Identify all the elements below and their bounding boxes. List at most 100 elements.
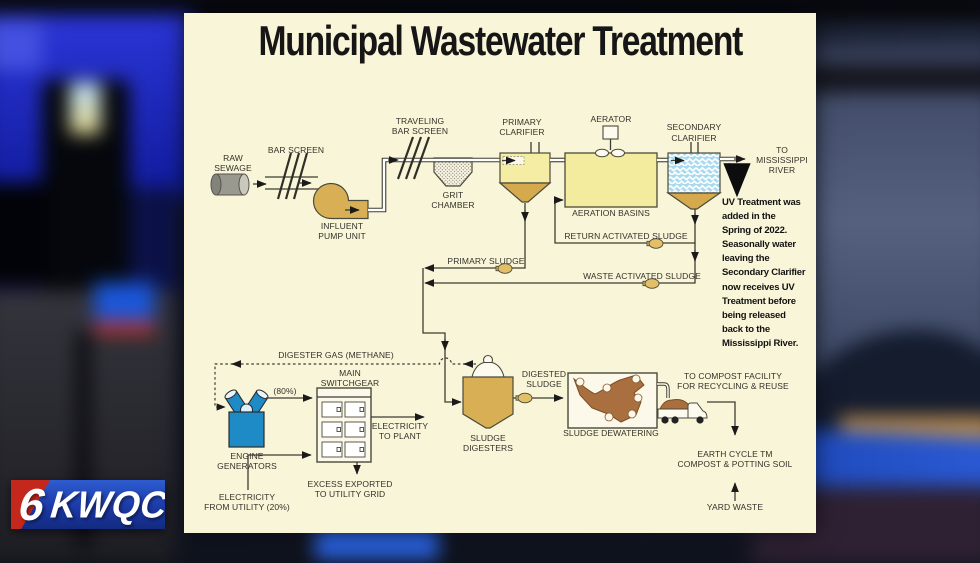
aerator-label: AERATOR <box>590 114 631 124</box>
studio-floor-center <box>175 532 753 560</box>
uv-note-line: Secondary Clarifier <box>722 267 806 279</box>
primary-clarifier-label: PRIMARY <box>502 117 542 127</box>
studio-monitor <box>0 182 50 286</box>
sludge-digesters-label: SLUDGE <box>470 433 506 443</box>
kwqc-station-logo: 6 KWQC <box>11 480 165 529</box>
discharge-chute <box>657 382 670 398</box>
electricity-to-plant-label: TO PLANT <box>379 431 421 441</box>
truck-wheels <box>661 416 704 424</box>
aerator-propeller <box>611 148 625 158</box>
wastewater-diagram-panel: Municipal Wastewater Treatment <box>184 13 816 533</box>
aerator-propeller <box>595 148 609 158</box>
primary-sludge-label: PRIMARY SLUDGE <box>447 256 524 266</box>
engine-generators <box>224 389 269 448</box>
waste-activated-sludge-line <box>424 243 699 289</box>
aeration-basin <box>564 152 658 208</box>
sludge-dewatering-unit <box>567 372 670 429</box>
small-blue-screen <box>94 282 155 326</box>
electricity-from-utility-label: FROM UTILITY (20%) <box>204 502 290 512</box>
uv-note-line: back to the <box>722 323 770 335</box>
belt-rollers <box>575 374 643 422</box>
compost-truck <box>657 399 708 424</box>
curtain-rail <box>809 63 980 93</box>
secondary-clarifier <box>666 142 722 210</box>
digester-gas-label: DIGESTER GAS (METHANE) <box>278 350 394 360</box>
traveling-bar-screen-label: TRAVELING <box>396 116 444 126</box>
mississippi-river-label: RIVER <box>769 165 795 175</box>
truck-cab <box>687 402 708 419</box>
electricity-to-plant-label: ELECTRICITY <box>372 421 429 431</box>
uv-note-line: leaving the <box>722 253 770 265</box>
main-switchgear-label: MAIN <box>339 368 361 378</box>
engine-generators-label: GENERATORS <box>217 461 277 471</box>
digester-body <box>462 376 514 429</box>
uv-note-line: UV Treatment was <box>722 197 801 208</box>
raw-sewage-pipe <box>210 173 267 196</box>
uv-note-line: Spring of 2022. <box>722 225 788 237</box>
sludge-digesters <box>462 354 514 429</box>
influent-pump-label: INFLUENT <box>321 221 363 231</box>
return-activated-sludge-label: RETURN ACTIVATED SLUDGE <box>564 231 688 241</box>
uv-note-line: added in the <box>722 211 776 223</box>
logo-callsign: KWQC <box>48 482 165 526</box>
process-flow-diagram: RAW SEWAGE BAR SCREEN INFLUENT PUMP UNIT… <box>204 114 808 512</box>
yard-waste-label: YARD WASTE <box>707 502 763 512</box>
diagram-labels: RAW SEWAGE BAR SCREEN INFLUENT PUMP UNIT… <box>204 114 808 512</box>
influent-pump-label: PUMP UNIT <box>318 231 366 241</box>
bar-screen-icon <box>276 152 309 200</box>
primary-sludge-line <box>424 203 529 274</box>
aeration-basins-label: AERATION BASINS <box>572 208 650 218</box>
earth-cycle-label: COMPOST & POTTING SOIL <box>678 459 793 469</box>
raw-sewage-label: SEWAGE <box>214 163 252 173</box>
uv-callout-arrow <box>723 162 751 198</box>
main-switchgear-label: SWITCHGEAR <box>321 378 380 388</box>
digester-dome <box>471 361 505 378</box>
clarifier-funnel <box>498 182 552 203</box>
aerator-motor <box>602 125 619 140</box>
return-activated-sludge-line <box>553 196 699 249</box>
raw-sewage-label: RAW <box>223 153 243 163</box>
switchgear-panels <box>321 401 366 458</box>
excess-exported-label: TO UTILITY GRID <box>315 489 386 499</box>
sewage-cylinder-cap-right <box>238 173 250 196</box>
traveling-bar-screen-label: BAR SCREEN <box>392 126 448 136</box>
sludge-feed-line <box>422 268 462 406</box>
truck-load <box>659 399 691 410</box>
mississippi-river-label: TO <box>776 145 788 155</box>
page-title: Municipal Wastewater Treatment <box>184 19 816 63</box>
aerator-unit <box>595 125 625 158</box>
truck-bed <box>657 408 689 419</box>
uv-note-line: being released <box>722 309 786 321</box>
waste-activated-sludge-label: WASTE ACTIVATED SLUDGE <box>583 271 701 281</box>
digested-sludge-label: DIGESTED <box>522 369 566 379</box>
sludge-pump-icon <box>515 392 533 404</box>
small-screen-red-bar <box>94 321 155 334</box>
secondary-clarifier-label: CLARIFIER <box>671 133 716 143</box>
electricity-from-utility-label: ELECTRICITY <box>219 492 276 502</box>
uv-note-line: now receives UV <box>722 281 795 293</box>
sludge-digesters-label: DIGESTERS <box>463 443 513 453</box>
engine-generators-label: ENGINE <box>230 451 263 461</box>
utility-feed-line <box>247 451 312 490</box>
clarifier-tank <box>667 152 721 194</box>
excess-exported-label: EXCESS EXPORTED <box>308 479 393 489</box>
bar-screen-channel <box>265 152 318 200</box>
clarifier-funnel <box>666 192 722 210</box>
uv-note-line: Seasonally water <box>722 239 796 251</box>
bar-screen-label: BAR SCREEN <box>268 145 324 155</box>
uv-treatment-note: UV Treatment was added in the Spring of … <box>722 196 822 351</box>
digester-gas-line <box>214 357 476 411</box>
digested-sludge-label: SLUDGE <box>526 379 562 389</box>
blue-wall-highlight <box>0 20 42 71</box>
generator-body <box>228 411 265 448</box>
traveling-bar-screen-icon <box>396 136 431 180</box>
sludge-dewatering-label: SLUDGE DEWATERING <box>563 428 659 438</box>
main-switchgear <box>316 387 372 463</box>
to-compost-line <box>707 401 739 436</box>
to-compost-label: FOR RECYCLING & REUSE <box>677 381 789 391</box>
main-pipe <box>368 156 500 213</box>
primary-clarifier-label: CLARIFIER <box>499 127 544 137</box>
discharge-chute-inner <box>657 383 669 398</box>
grit-chamber-label: CHAMBER <box>431 200 474 210</box>
camera-viewfinder <box>69 82 101 134</box>
